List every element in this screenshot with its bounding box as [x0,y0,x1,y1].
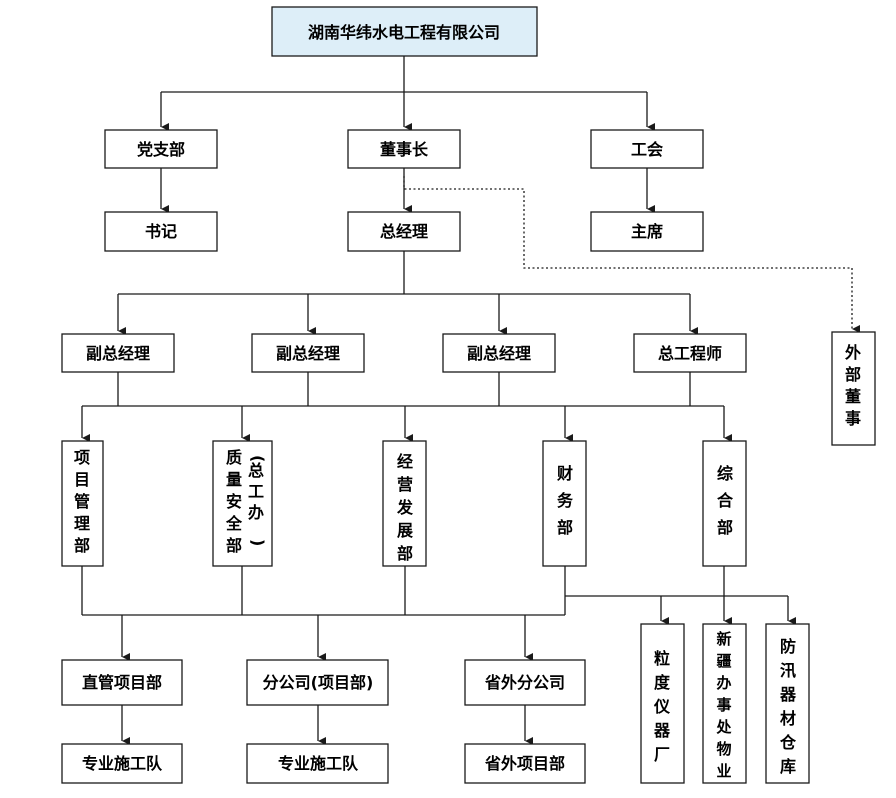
dept-project-mgmt-node: 项目管理部 [61,440,104,567]
crew-2-node: 专业施工队 [246,743,389,784]
external-director-label: 外部董事 [844,343,861,428]
company-name: 湖南华纬水电工程有限公司 [308,23,500,42]
direct-project-dept-node: 直管项目部 [61,659,183,706]
chairman-label: 董事长 [380,140,429,159]
union-label: 工会 [631,140,663,159]
dept-quality-safety-label: 质量安全部 [225,448,243,555]
party-branch-node: 党支部 [104,129,218,169]
out-of-province-project-node: 省外项目部 [464,743,586,784]
branch-company-label: 分公司(项目部) [263,673,374,692]
direct-project-dept-label: 直管项目部 [82,673,162,692]
general-manager-node: 总经理 [347,211,461,252]
union-node: 工会 [590,129,704,169]
out-of-province-project-label: 省外项目部 [484,754,565,773]
crew-1-node: 专业施工队 [61,743,183,784]
xinjiang-office-property-node: 新疆办事处物业 [702,623,747,784]
dept-quality-safety-node: 质量安全部 (总工办) [212,440,273,567]
union-chair-label: 主席 [631,222,663,241]
dept-finance-node: 财务部 [542,440,587,567]
flood-material-warehouse-label: 防汛器材仓库 [779,637,797,776]
secretary-label: 书记 [145,222,177,241]
connectors [81,56,860,745]
xinjiang-office-property-label: 新疆办事处物业 [715,630,732,780]
deputy-gm-3-label: 副总经理 [467,344,531,363]
chief-engineer-node: 总工程师 [633,333,747,373]
deputy-gm-2-node: 副总经理 [251,333,365,373]
deputy-gm-3-node: 副总经理 [442,333,556,373]
external-director-node: 外部董事 [831,331,876,446]
chairman-node: 董事长 [347,129,461,169]
granule-instrument-factory-node: 粒度仪器厂 [640,623,685,784]
chief-engineer-label: 总工程师 [658,344,722,363]
out-of-province-branch-label: 省外分公司 [484,673,565,692]
granule-instrument-factory-label: 粒度仪器厂 [653,649,671,764]
dept-general-node: 综合部 [702,440,747,567]
dept-business-dev-label: 经营发展部 [396,452,414,563]
dept-general-label: 综合部 [717,464,734,537]
dept-business-dev-node: 经营发展部 [382,440,427,567]
general-manager-label: 总经理 [380,222,428,241]
dept-project-mgmt-label: 项目管理部 [74,448,90,555]
dept-quality-safety-note: (总工办) [248,455,267,546]
crew-2-label: 专业施工队 [278,754,359,773]
deputy-gm-2-label: 副总经理 [276,344,340,363]
edge-chairman-to-external-director [403,176,860,333]
union-chair-node: 主席 [590,211,704,252]
dept-finance-label: 财务部 [556,464,574,537]
company-node: 湖南华纬水电工程有限公司 [271,6,538,57]
flood-material-warehouse-node: 防汛器材仓库 [765,623,810,784]
deputy-gm-1-label: 副总经理 [86,344,150,363]
branch-company-node: 分公司(项目部) [246,659,389,706]
crew-1-label: 专业施工队 [82,754,163,773]
deputy-gm-1-node: 副总经理 [61,333,175,373]
nodes: 湖南华纬水电工程有限公司 党支部 董事长 工会 书记 总经理 主席 [61,6,876,784]
party-branch-label: 党支部 [137,140,185,159]
secretary-node: 书记 [104,211,218,252]
out-of-province-branch-node: 省外分公司 [464,659,586,706]
